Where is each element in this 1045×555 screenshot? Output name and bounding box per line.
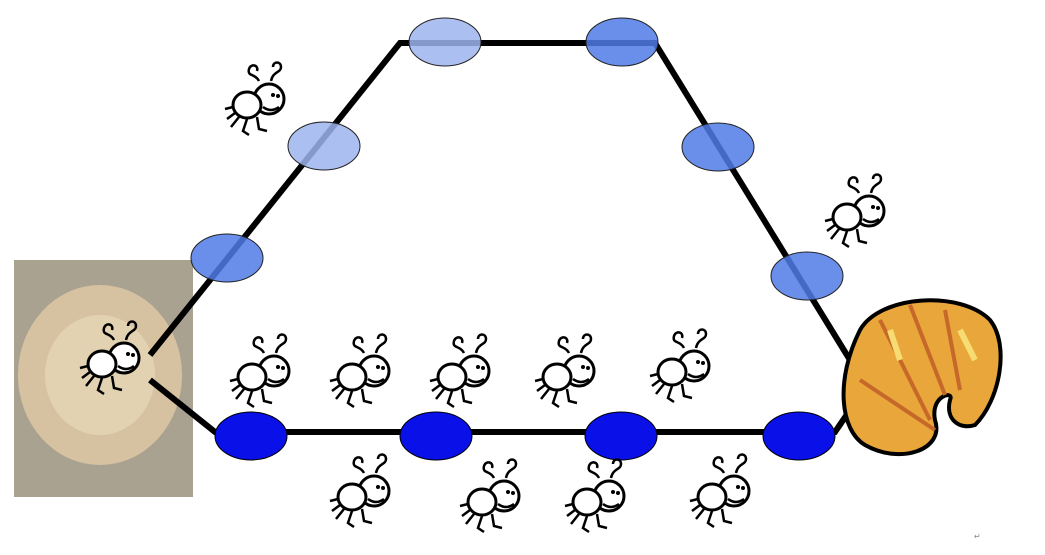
ant-icon [458, 458, 521, 534]
ant-nest-image [14, 260, 193, 497]
ant-icon [688, 453, 751, 529]
ant-icon [328, 453, 391, 529]
pheromone-marker [399, 411, 473, 461]
pheromone-marker [287, 121, 361, 171]
ants [78, 61, 886, 534]
pheromone-marker [408, 17, 482, 67]
pheromone-marker [681, 122, 755, 172]
ant-icon [563, 458, 626, 534]
ant-icon [223, 61, 286, 137]
pheromone-marker [762, 411, 836, 461]
pheromone-marker [190, 233, 264, 283]
lower-path [148, 377, 853, 435]
croissant-food-icon [841, 298, 1003, 456]
upper-path [147, 40, 853, 362]
ant-icon [823, 173, 886, 249]
ant-icon [428, 333, 491, 409]
pheromone-marker [214, 411, 288, 461]
lower-pheromone-markers [214, 411, 836, 461]
ant-icon [648, 328, 711, 404]
ant-icon [328, 333, 391, 409]
paragraph-mark: ↵ [974, 532, 981, 541]
paths [147, 40, 853, 435]
ant-icon [228, 333, 291, 409]
upper-pheromone-markers [190, 17, 844, 301]
pheromone-marker [770, 251, 844, 301]
pheromone-marker [585, 17, 659, 67]
ant-icon [533, 333, 596, 409]
pheromone-marker [584, 411, 658, 461]
